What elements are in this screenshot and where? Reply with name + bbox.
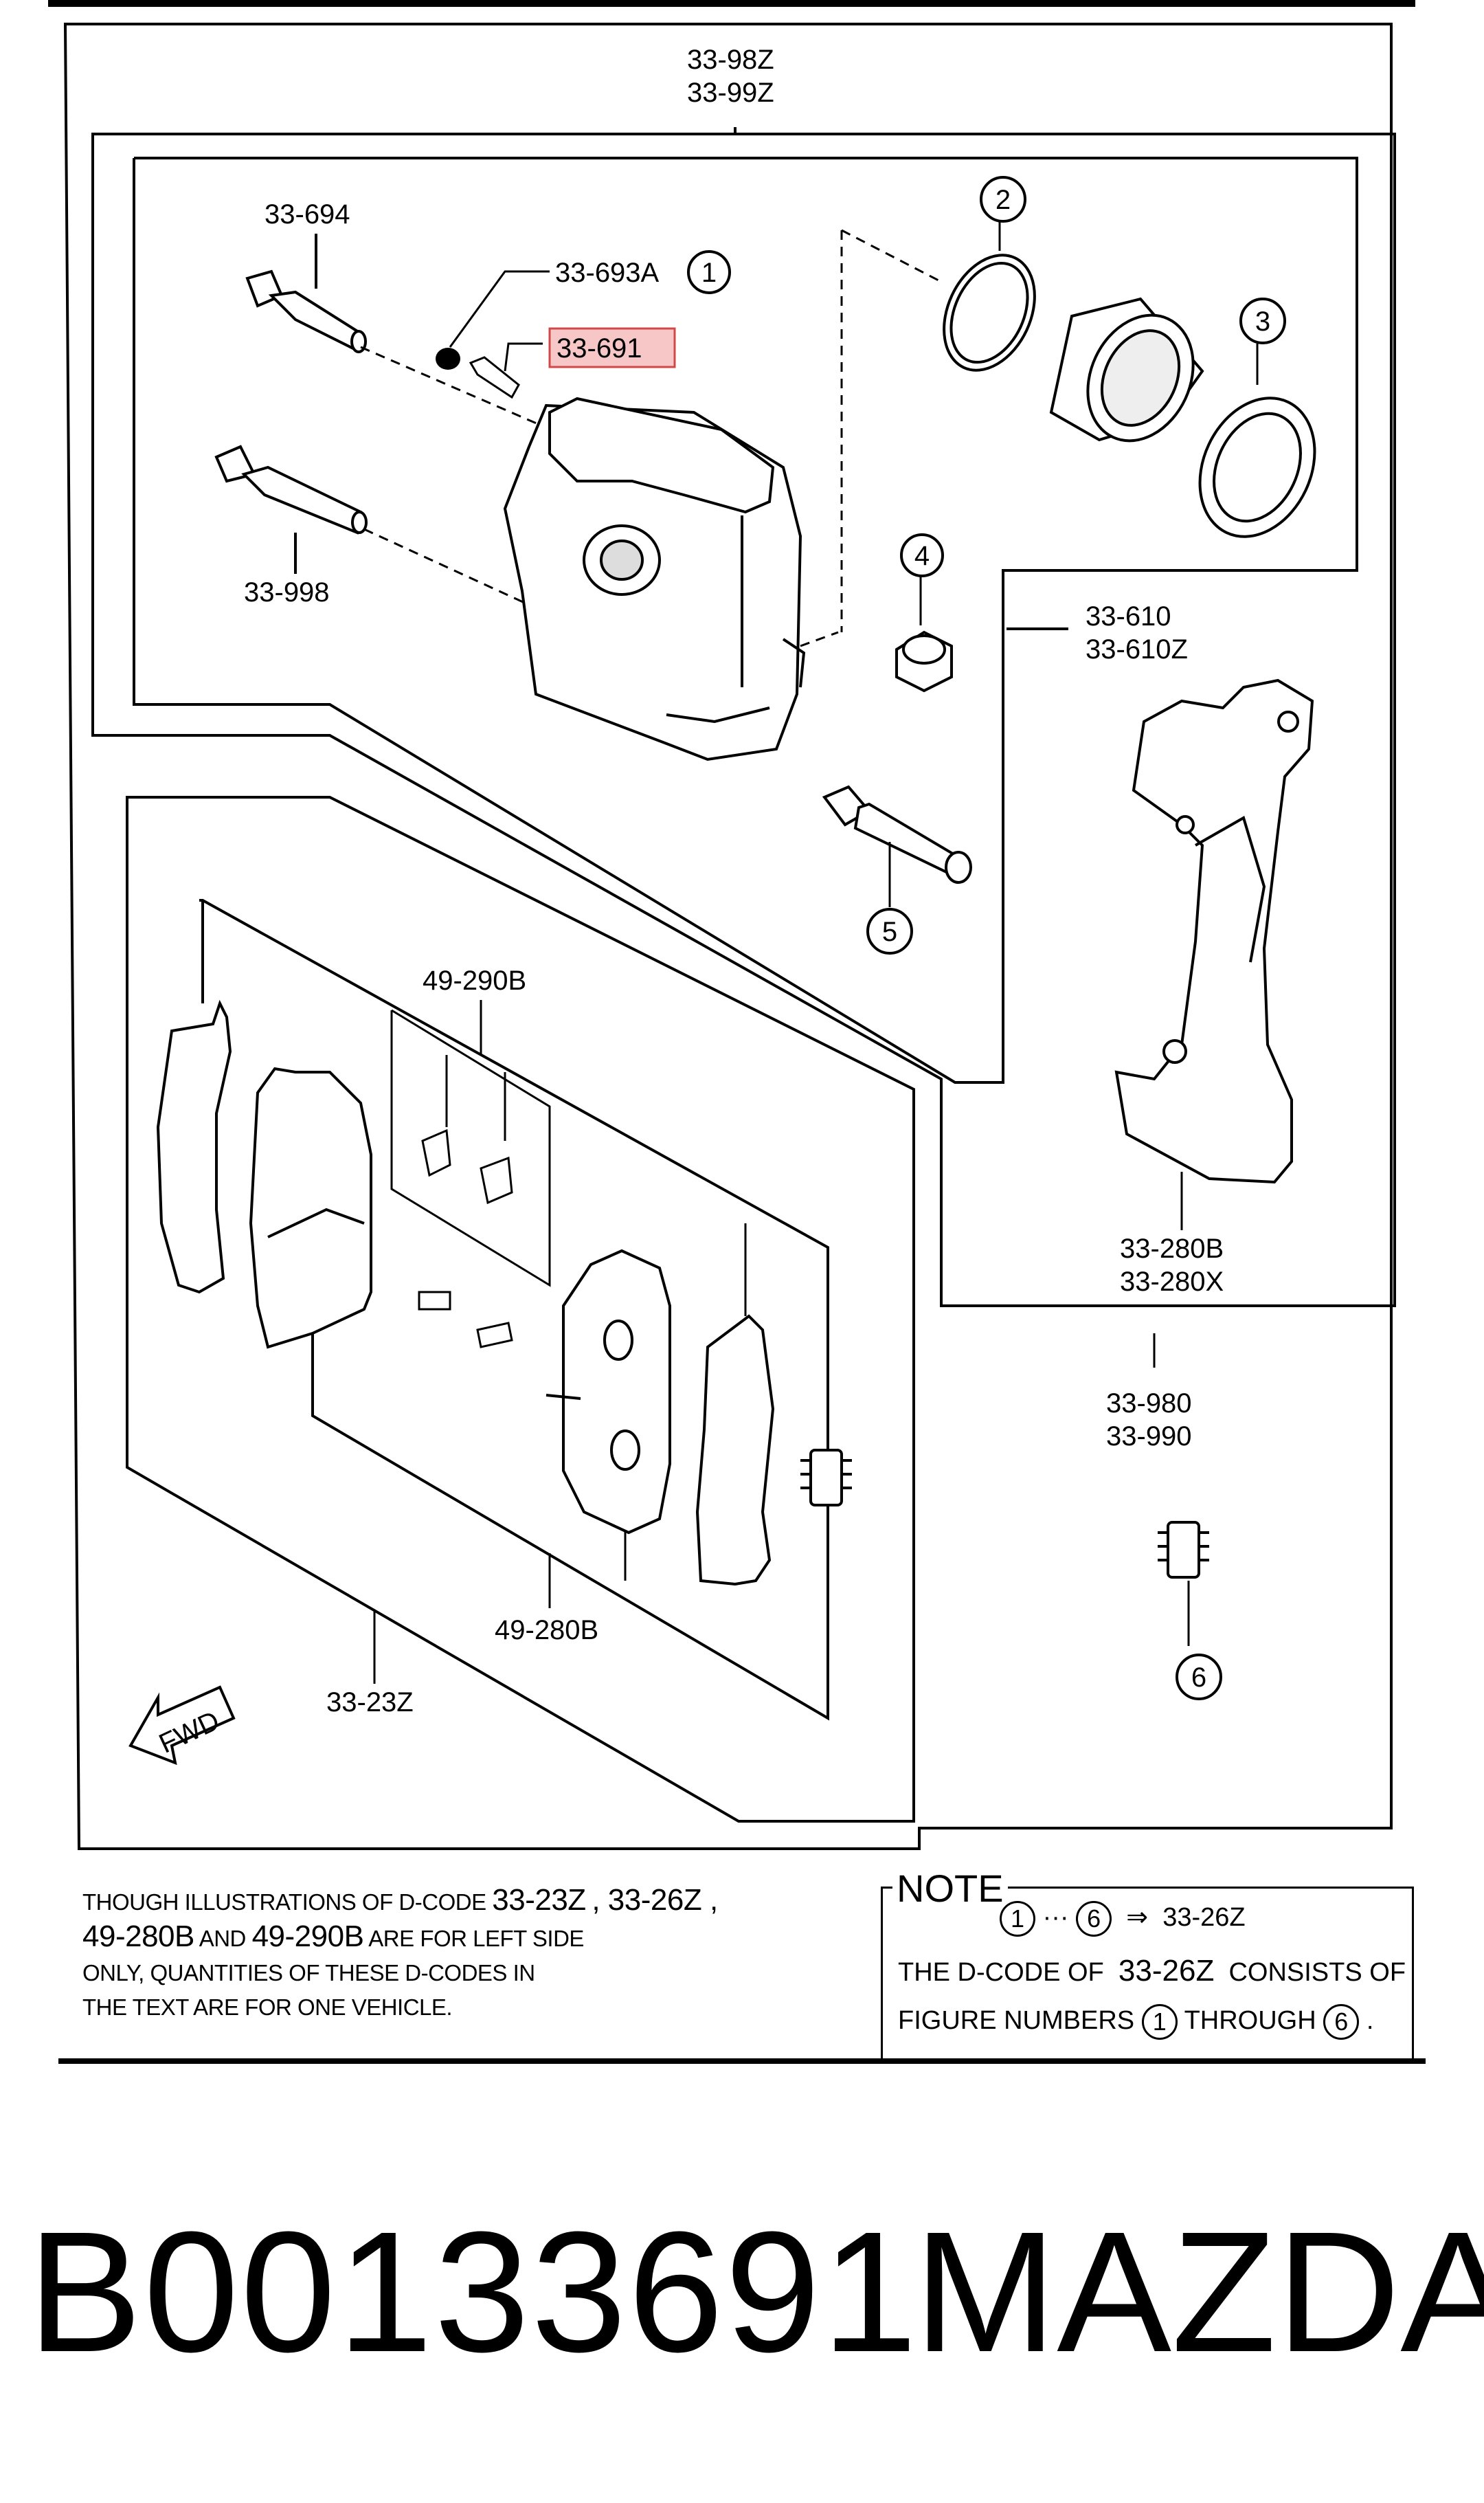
bleeder-cap-leader xyxy=(449,270,550,348)
inner-shim xyxy=(695,1314,775,1586)
label-bolt-lower: 33-998 xyxy=(244,577,330,608)
note-line-1: THOUGH ILLUSTRATIONS OF D-CODE 33-23Z , … xyxy=(82,1883,718,1917)
caliper-mount-bracket xyxy=(1114,678,1314,1184)
dust-boot xyxy=(1198,397,1316,538)
note-row-dcode: THE D-CODE OF 33-26Z CONSISTS OF xyxy=(898,1954,1406,1988)
seal-kit-part xyxy=(1158,1521,1209,1579)
label-bleeder-screw: 33-691 xyxy=(556,333,642,364)
note-line-3: ONLY, QUANTITIES OF THESE D-CODES IN xyxy=(82,1960,535,1985)
svg-text:6: 6 xyxy=(1191,1662,1206,1693)
caliper-body xyxy=(503,397,806,761)
label-bleeder-cap: 33-693A xyxy=(555,258,660,288)
label-bolt-upper: 33-694 xyxy=(265,199,350,230)
outer-brake-pad xyxy=(249,1067,372,1349)
piston-axis-low xyxy=(800,631,839,647)
caliper-body-box xyxy=(133,157,1358,1084)
note-row-range: 1 ··· 6 ⇒ 33-26Z xyxy=(1000,1901,1246,1937)
note-title: NOTE xyxy=(892,1869,1008,1908)
callout-5: 5 xyxy=(866,908,913,955)
svg-text:3: 3 xyxy=(1255,307,1270,337)
part-number: B00133691 xyxy=(27,2196,919,2388)
bolt-axis-lower xyxy=(363,528,530,606)
bleeder-screw xyxy=(469,356,520,399)
outer-shim xyxy=(156,999,232,1294)
note-row-figures: FIGURE NUMBERS 1 THROUGH 6 . xyxy=(898,2004,1373,2040)
pad-kit-outline xyxy=(126,796,915,1823)
brand-name: MAZDA xyxy=(914,2196,1484,2388)
highlight-box xyxy=(548,327,676,368)
callout-4: 4 xyxy=(900,533,944,577)
piston-seal xyxy=(943,254,1036,372)
label-seal-kit-b: 33-990 xyxy=(1106,1421,1192,1451)
svg-text:5: 5 xyxy=(882,917,897,947)
bleeder-screw-leader xyxy=(504,342,543,372)
label-caliper-assy-a: 33-98Z xyxy=(687,45,774,75)
label-bracket-b: 33-610Z xyxy=(1086,634,1188,665)
label-clip-set: 49-290B xyxy=(423,966,526,996)
upper-guide-bolt xyxy=(245,234,367,353)
fwd-arrow xyxy=(128,1685,236,1766)
pin-boot xyxy=(895,630,953,693)
svg-text:2: 2 xyxy=(996,185,1011,215)
guide-pin xyxy=(822,785,972,884)
callout-1: 1 xyxy=(687,250,731,294)
left-side-note: THOUGH ILLUSTRATIONS OF D-CODE 33-23Z , … xyxy=(82,1883,769,2025)
note-line-4: THE TEXT ARE FOR ONE VEHICLE. xyxy=(82,1994,453,2020)
svg-text:1: 1 xyxy=(701,258,717,288)
wear-indicator xyxy=(800,1449,852,1506)
bottom-rule xyxy=(58,2058,1426,2064)
label-pad-set: 49-280B xyxy=(495,1615,598,1645)
label-mount-a: 33-280B xyxy=(1120,1234,1224,1264)
label-seal-kit-a: 33-980 xyxy=(1106,1388,1192,1419)
label-bracket-a: 33-610 xyxy=(1086,601,1171,632)
caliper-group-line xyxy=(91,127,1396,1307)
bolt-axis-upper xyxy=(360,346,543,427)
pad-set-line xyxy=(199,899,829,1721)
lower-guide-bolt xyxy=(214,445,368,574)
callout-6: 6 xyxy=(1176,1654,1222,1700)
top-rule xyxy=(48,0,1415,7)
inner-brake-pad xyxy=(546,1249,671,1535)
pad-clips xyxy=(418,1128,513,1348)
piston-axis-diag xyxy=(841,229,942,283)
note-line-2: 49-280B AND 49-290B ARE FOR LEFT SIDE xyxy=(82,1920,584,1953)
label-pad-kit: 33-23Z xyxy=(326,1687,414,1717)
label-caliper-assy-b: 33-99Z xyxy=(687,78,774,108)
clip-set-box xyxy=(390,1009,551,1287)
label-mount-b: 33-280X xyxy=(1120,1267,1224,1297)
note-panel: NOTE 1 ··· 6 ⇒ 33-26Z THE D-CODE OF 33-2… xyxy=(881,1869,1414,2062)
bleeder-cap xyxy=(436,348,460,370)
callout-2: 2 xyxy=(980,176,1026,223)
outer-frame xyxy=(63,23,1393,1850)
piston xyxy=(1049,297,1204,443)
svg-text:4: 4 xyxy=(914,541,930,571)
callout-3: 3 xyxy=(1239,298,1286,344)
